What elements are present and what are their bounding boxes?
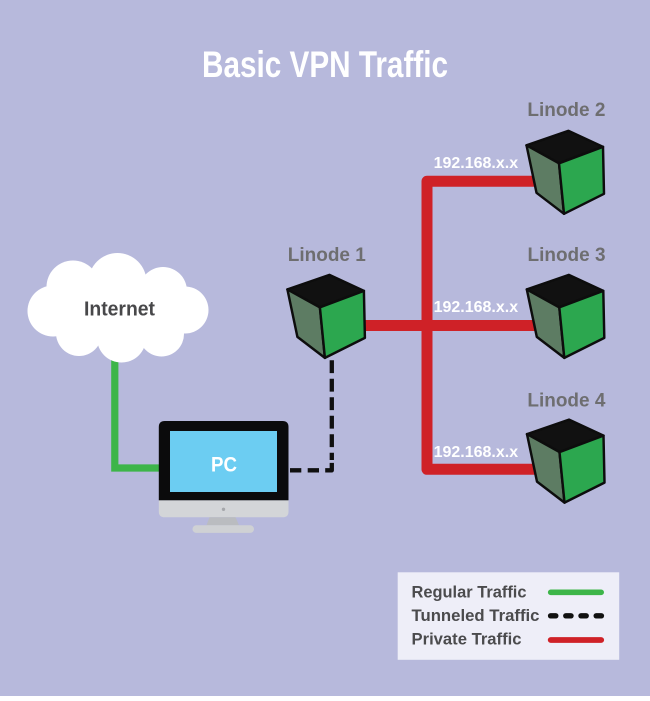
svg-text:192.168.x.x: 192.168.x.x xyxy=(434,444,519,461)
svg-text:Linode 1: Linode 1 xyxy=(288,245,366,266)
svg-text:Basic VPN Traffic: Basic VPN Traffic xyxy=(202,44,448,85)
svg-text:192.168.x.x: 192.168.x.x xyxy=(434,299,519,316)
svg-text:Linode 4: Linode 4 xyxy=(527,390,605,411)
svg-text:Linode 3: Linode 3 xyxy=(528,245,606,266)
svg-text:192.168.x.x: 192.168.x.x xyxy=(434,155,519,172)
svg-text:Linode 2: Linode 2 xyxy=(527,100,605,121)
svg-text:PC: PC xyxy=(211,453,237,476)
svg-text:Regular Traffic: Regular Traffic xyxy=(412,582,527,601)
svg-text:Tunneled Traffic: Tunneled Traffic xyxy=(412,606,540,625)
svg-text:Internet: Internet xyxy=(84,299,155,321)
svg-text:Private Traffic: Private Traffic xyxy=(412,630,522,649)
